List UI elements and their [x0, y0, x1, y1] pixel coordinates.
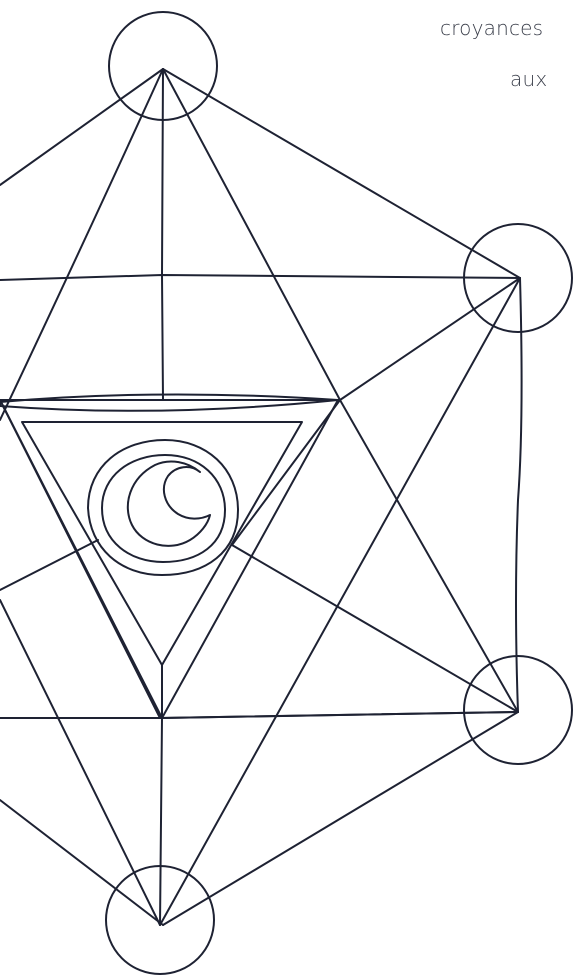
lens-band	[0, 394, 338, 410]
edge-right-vertical	[516, 278, 522, 712]
inner-triangle	[0, 400, 338, 718]
lower-right-spokes	[160, 545, 518, 718]
edge-bottom-to-left	[0, 800, 163, 925]
spoke-lr-to-center	[232, 545, 518, 712]
band-upper	[0, 275, 520, 280]
spoke-top-left-long	[0, 69, 163, 420]
spoke-top-right-long	[163, 69, 518, 712]
left-spokes	[0, 400, 160, 925]
crescent-shape	[128, 461, 210, 545]
outer-frame	[0, 69, 522, 925]
spoke-ur-to-bottom	[160, 278, 520, 925]
upper-right-spokes	[160, 278, 520, 925]
crescent-moon-icon	[88, 440, 238, 575]
medallion-outer	[88, 440, 238, 575]
spoke-ur-to-mid	[232, 278, 520, 545]
node-circles	[106, 12, 572, 974]
edge-top-to-left	[0, 69, 163, 185]
top-spokes	[0, 69, 518, 712]
triangle-inner	[22, 422, 302, 665]
edge-lower-right-to-bottom	[163, 712, 518, 925]
spoke-left-to-bottom	[0, 600, 160, 925]
edge-top-to-upper-right	[163, 69, 520, 278]
spoke-top-center	[162, 69, 163, 400]
spoke-bottom-center	[160, 665, 162, 925]
